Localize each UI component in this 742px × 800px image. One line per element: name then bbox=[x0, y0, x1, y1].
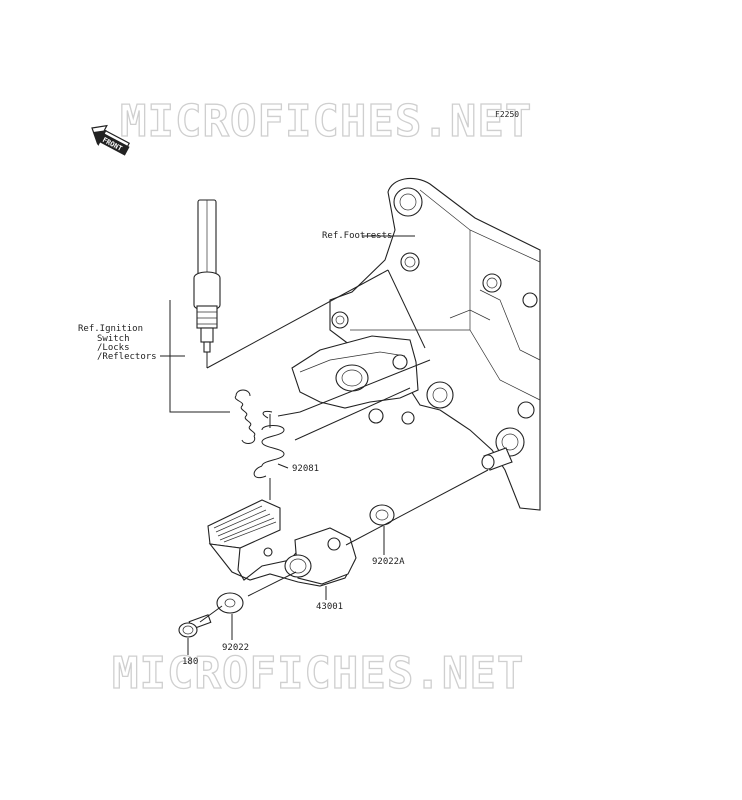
callout-ref-footrests: Ref.Footrests bbox=[322, 231, 392, 241]
washer-92022 bbox=[216, 592, 244, 614]
footrest-bracket bbox=[329, 177, 541, 511]
callout-ref-ignition-line3: /Locks bbox=[97, 343, 130, 353]
callout-ref-ignition-line2: Switch bbox=[97, 334, 130, 344]
callout-ref-ignition-line4: /Reflectors bbox=[97, 352, 157, 362]
callout-part-43001: 43001 bbox=[316, 602, 343, 612]
brake-light-switch bbox=[193, 199, 221, 353]
switch-guard-plate bbox=[291, 335, 419, 425]
callout-part-180: 180 bbox=[182, 657, 198, 667]
callout-ref-ignition-line1: Ref.Ignition bbox=[78, 324, 143, 334]
callout-part-92022: 92022 bbox=[222, 643, 249, 653]
watermark-top: MICROFICHES.NET bbox=[120, 96, 532, 147]
leader-lines bbox=[160, 235, 489, 655]
pivot-shaft bbox=[481, 447, 513, 471]
figure-code: F2250 bbox=[495, 110, 519, 119]
brake-pedal-43001 bbox=[207, 499, 357, 587]
callout-part-92081: 92081 bbox=[292, 464, 319, 474]
washer-92022A bbox=[369, 504, 395, 526]
switch-spring bbox=[234, 389, 256, 444]
callout-part-92022A: 92022A bbox=[372, 557, 405, 567]
return-spring-92081 bbox=[253, 411, 285, 479]
watermark-bottom: MICROFICHES.NET bbox=[112, 648, 524, 699]
